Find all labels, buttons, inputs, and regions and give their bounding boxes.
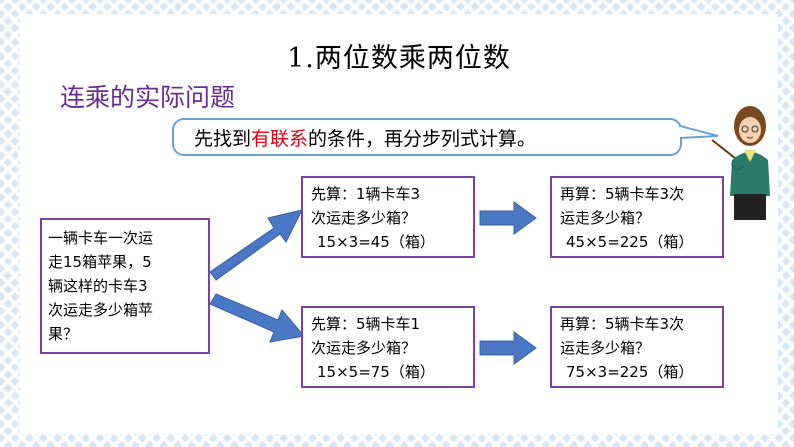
step-line: 再算：5辆卡车3次 xyxy=(560,315,685,333)
step-equation: 15×5=75（箱） xyxy=(317,363,435,381)
right-arrow-icon xyxy=(209,209,303,281)
tip-highlight: 有联系 xyxy=(251,128,309,150)
right-arrow-icon xyxy=(479,331,537,365)
method1-step2-box: 再算：5辆卡车3次 运走多少箱？ 45×5=225（箱） xyxy=(550,176,724,258)
step-line: 运走多少箱？ xyxy=(560,209,651,227)
step-line: 次运走多少箱？ xyxy=(311,209,417,227)
tip-text-before: 先找到 xyxy=(194,128,252,150)
step-line: 再算：5辆卡车3次 xyxy=(560,185,685,203)
method1-step1-box: 先算：1辆卡车3 次运走多少箱？ 15×3=45（箱） xyxy=(301,176,475,258)
step-line: 先算：5辆卡车1 xyxy=(311,315,421,333)
step-equation: 45×5=225（箱） xyxy=(566,233,694,251)
problem-line: 辆这样的卡车3 xyxy=(48,277,148,295)
right-arrow-icon xyxy=(209,293,305,343)
step-line: 次运走多少箱？ xyxy=(311,339,417,357)
method2-step2-box: 再算：5辆卡车3次 运走多少箱？ 75×3=225（箱） xyxy=(550,306,724,388)
step-line: 运走多少箱？ xyxy=(560,339,651,357)
teacher-pointing-icon xyxy=(711,106,770,220)
problem-line: 次运走多少箱苹 xyxy=(48,301,154,319)
right-arrow-icon xyxy=(479,201,537,235)
page-title: 1.两位数乘两位数 xyxy=(287,43,511,74)
tip-bubble-tail xyxy=(680,125,719,139)
problem-box: 一辆卡车一次运 走15箱苹果，5 辆这样的卡车3 次运走多少箱苹 果？ xyxy=(40,218,210,354)
tip-bubble: 先找到有联系的条件，再分步列式计算。 xyxy=(172,118,682,156)
problem-line: 一辆卡车一次运 xyxy=(48,229,154,247)
method2-step1-box: 先算：5辆卡车1 次运走多少箱？ 15×5=75（箱） xyxy=(301,306,475,388)
problem-line: 走15箱苹果，5 xyxy=(48,253,152,271)
problem-line: 果？ xyxy=(48,325,79,343)
section-subtitle: 连乘的实际问题 xyxy=(60,83,236,112)
slide: 1.两位数乘两位数 连乘的实际问题 先找到有联系的条件，再分步列式计算。 xyxy=(20,14,778,434)
tip-text-after: 的条件，再分步列式计算。 xyxy=(308,128,537,150)
step-line: 先算：1辆卡车3 xyxy=(311,185,421,203)
step-equation: 15×3=45（箱） xyxy=(317,233,435,251)
step-equation: 75×3=225（箱） xyxy=(566,363,694,381)
arrows-layer xyxy=(209,201,537,365)
